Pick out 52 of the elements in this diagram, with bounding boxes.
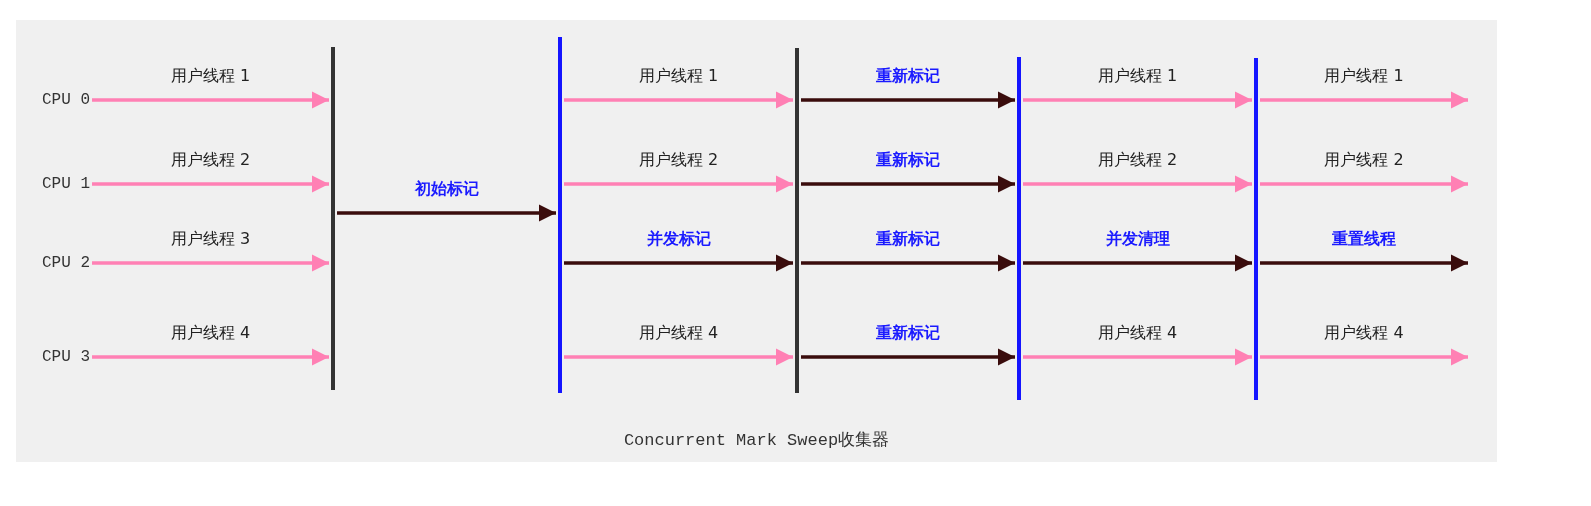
arrow (564, 91, 793, 109)
edge-label: 初始标记 (414, 179, 479, 199)
arrow (801, 254, 1015, 272)
arrow (801, 91, 1015, 109)
arrow (1023, 348, 1252, 366)
arrow (1023, 91, 1252, 109)
arrow (92, 91, 329, 109)
edge-label: 用户线程 1 (1324, 66, 1404, 86)
arrow (801, 175, 1015, 193)
edge-label: 用户线程 2 (1097, 150, 1178, 170)
arrow (564, 254, 793, 272)
arrow (337, 204, 556, 222)
edge-label: 用户线程 1 (1097, 66, 1178, 86)
edge-label: 用户线程 4 (638, 323, 719, 343)
edge-label: 重新标记 (876, 66, 940, 86)
edge-label: 用户线程 4 (170, 323, 251, 343)
phase-bar (558, 37, 562, 393)
edge-label: 并发清理 (1105, 229, 1170, 249)
edge-label: 用户线程 1 (170, 66, 251, 86)
arrow (564, 348, 793, 366)
phase-bar (1017, 57, 1021, 400)
arrow (92, 175, 329, 193)
arrow (801, 348, 1015, 366)
edge-label: 重新标记 (876, 323, 940, 343)
arrow (1023, 175, 1252, 193)
arrow (1023, 254, 1252, 272)
arrow (1260, 348, 1468, 366)
phase-bar (1254, 58, 1258, 400)
phase-bar (331, 47, 335, 390)
edge-label: 重新标记 (876, 150, 940, 170)
caption: Concurrent Mark Sweep收集器 (622, 430, 891, 451)
edge-label: 用户线程 1 (638, 66, 719, 86)
edge-label: 用户线程 2 (638, 150, 719, 170)
arrow (92, 254, 329, 272)
edge-label: 用户线程 3 (170, 229, 251, 249)
cpu-label: CPU 0 (42, 90, 90, 110)
edge-label: 重置线程 (1332, 229, 1396, 249)
edge-label: 用户线程 2 (170, 150, 251, 170)
arrow (1260, 91, 1468, 109)
arrow (1260, 254, 1468, 272)
cpu-label: CPU 2 (42, 253, 90, 273)
arrow (564, 175, 793, 193)
edge-label: 用户线程 2 (1324, 150, 1404, 170)
cpu-label: CPU 1 (42, 174, 90, 194)
edge-label: 用户线程 4 (1097, 323, 1178, 343)
arrow (1260, 175, 1468, 193)
edge-label: 并发标记 (646, 229, 711, 249)
edge-label: 用户线程 4 (1324, 323, 1404, 343)
arrow (92, 348, 329, 366)
edge-label: 重新标记 (876, 229, 940, 249)
cpu-label: CPU 3 (42, 347, 90, 367)
phase-bar (795, 48, 799, 393)
